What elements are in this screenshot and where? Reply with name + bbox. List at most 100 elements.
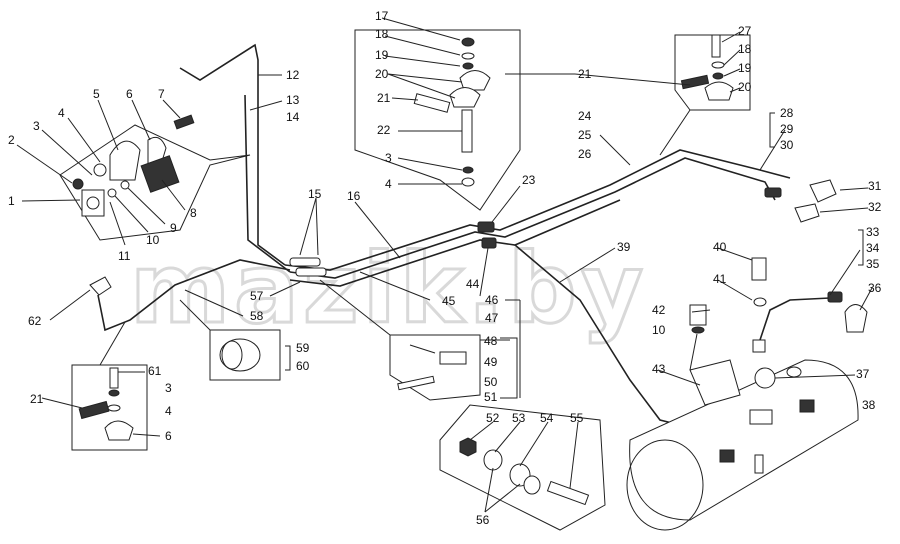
callout-13: 13 — [286, 93, 300, 107]
callout-11: 11 — [118, 249, 131, 263]
callout-20: 20 — [375, 67, 389, 81]
pad-21 — [413, 93, 451, 113]
callout-3-lower: 3 — [165, 381, 172, 395]
callout-3: 3 — [33, 119, 40, 133]
drain-valve — [754, 454, 764, 474]
left-bracket-assembly — [59, 114, 251, 241]
leader-33 — [829, 249, 861, 296]
callout-41: 41 — [713, 272, 727, 286]
callout-7: 7 — [158, 87, 165, 101]
clamp-20b — [449, 87, 481, 108]
washer-56 — [523, 475, 541, 495]
screw-48 — [409, 344, 436, 354]
clip-49 — [439, 351, 467, 365]
bracket-59-60 — [285, 345, 291, 371]
bolt-55 — [546, 480, 590, 506]
callout-24: 24 — [578, 109, 592, 123]
nut-4 — [461, 177, 475, 187]
callout-8: 8 — [190, 206, 197, 220]
callout-brackets — [285, 112, 864, 399]
pipe-13 — [244, 94, 291, 273]
leader-tape-group — [179, 299, 211, 331]
callout-21: 21 — [377, 91, 391, 105]
leader-9 — [127, 187, 166, 225]
leader-41 — [717, 279, 753, 301]
valve-37 — [754, 367, 776, 389]
callout-27: 27 — [738, 24, 752, 38]
valve-port — [86, 196, 100, 210]
leader-24 — [599, 134, 631, 166]
callout-39: 39 — [617, 240, 631, 254]
leader-6 — [131, 99, 151, 141]
fitting-34 — [827, 291, 843, 303]
callout-14: 14 — [286, 110, 300, 124]
callout-2: 2 — [8, 133, 15, 147]
leader-58 — [184, 289, 244, 317]
leader-19 — [384, 55, 461, 67]
bracket-33-35 — [858, 229, 864, 266]
callout-19: 19 — [375, 48, 389, 62]
hose-end-36 — [844, 304, 868, 333]
callout-34: 34 — [866, 241, 880, 255]
callout-48: 48 — [484, 334, 498, 348]
fitting-31 — [764, 187, 782, 198]
leader-20c — [729, 87, 741, 93]
bolt-61 — [109, 367, 119, 389]
callout-23: 23 — [522, 173, 536, 187]
tape-roll-assembly — [209, 329, 281, 381]
washer-3c — [108, 389, 120, 397]
callout-9: 9 — [170, 221, 177, 235]
leader-5 — [97, 99, 119, 151]
leader-20b — [387, 73, 456, 99]
callout-16: 16 — [347, 189, 361, 203]
callout-40: 40 — [713, 240, 727, 254]
callout-60: 60 — [296, 359, 310, 373]
group-outline-left — [59, 124, 251, 241]
pipe-33 — [759, 297, 831, 341]
callout-42: 42 — [652, 303, 666, 317]
leader-28 — [759, 129, 786, 171]
callout-20-right: 20 — [738, 80, 752, 94]
callout-18: 18 — [375, 27, 389, 41]
tee-44 — [481, 237, 497, 249]
leader-19b — [723, 68, 741, 77]
washer-part — [93, 163, 107, 177]
leader-bracket — [689, 333, 698, 371]
leader-20a — [387, 73, 463, 83]
washer-19b — [712, 72, 724, 80]
callout-49: 49 — [484, 355, 498, 369]
valve-block — [81, 189, 105, 217]
callout-6-lower: 6 — [165, 429, 172, 443]
leader-32 — [819, 207, 869, 213]
callout-26: 26 — [578, 147, 592, 161]
leader-54 — [519, 421, 549, 467]
group-outline-clip — [389, 334, 481, 401]
callout-31: 31 — [868, 179, 882, 193]
clip-assembly — [389, 334, 481, 401]
bolt-part — [173, 114, 195, 130]
bolt-27 — [711, 34, 721, 58]
callout-56: 56 — [476, 513, 490, 527]
leader-15b — [315, 197, 319, 256]
leader-44 — [479, 247, 489, 297]
leader-2 — [16, 144, 73, 184]
callout-43: 43 — [652, 362, 666, 376]
callout-4-center: 4 — [385, 177, 392, 191]
leader-55 — [569, 421, 579, 489]
rubber-pad — [140, 155, 180, 193]
leader-15a — [299, 197, 317, 256]
bracket-43 — [689, 304, 741, 406]
washer-41 — [753, 297, 767, 307]
group-outline-lower-left — [71, 364, 148, 451]
tank-bracket-a — [719, 449, 735, 463]
connector-15b — [295, 267, 327, 277]
hose-end-62 — [89, 276, 112, 296]
callout-44: 44 — [466, 277, 480, 291]
bracket-plate — [689, 359, 741, 406]
pad-21b — [680, 74, 710, 90]
pipe-58 — [97, 259, 291, 332]
leader-21b — [391, 97, 419, 101]
callout-19-right: 19 — [738, 61, 752, 75]
